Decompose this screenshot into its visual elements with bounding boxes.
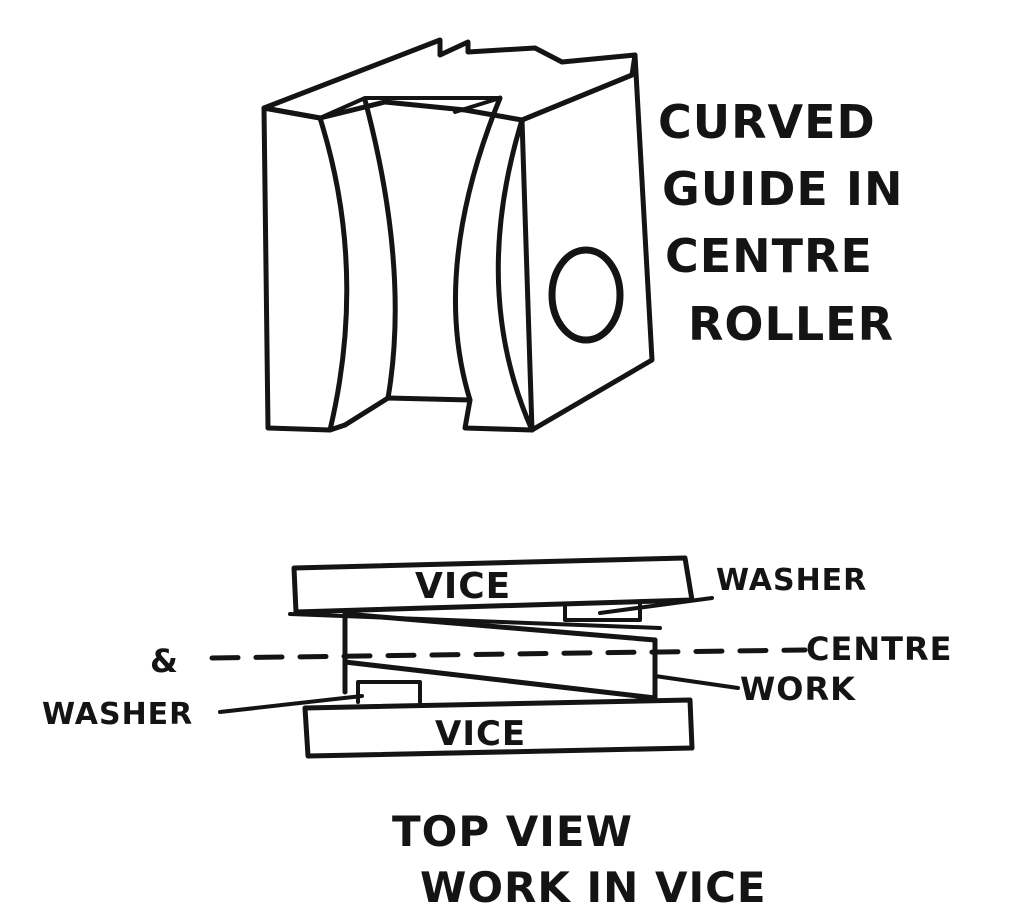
jaw-gap-line-top xyxy=(288,612,662,630)
roller-top-face xyxy=(261,37,638,123)
left-washer-shape xyxy=(356,680,422,704)
roller-left-curve-outer xyxy=(317,115,350,433)
vice-top-view-drawing: VICE WASHER & CENTRE WORK WASHER VICE xyxy=(42,555,952,759)
roller-top-inner-edge xyxy=(318,96,502,120)
right-washer-leader xyxy=(598,596,714,615)
centre-roller-drawing xyxy=(261,37,655,433)
caption-line-4: ROLLER xyxy=(688,297,894,351)
roller-left-curve-inner xyxy=(362,97,398,401)
roller-right-bottom-edge xyxy=(462,397,535,433)
left-washer-leader xyxy=(218,694,364,714)
roller-caption: CURVED GUIDE IN CENTRE ROLLER xyxy=(658,95,903,351)
top-vice-label: VICE xyxy=(415,566,511,607)
centreline-symbol: & xyxy=(150,642,179,680)
work-leader xyxy=(653,674,740,690)
caption-line-3: CENTRE xyxy=(665,229,873,283)
caption-line-2: GUIDE IN xyxy=(662,162,903,216)
roller-channel-floor xyxy=(342,395,473,428)
left-washer-label: WASHER xyxy=(42,697,193,732)
work-label: WORK xyxy=(740,670,856,708)
roller-axle-hole xyxy=(548,246,624,344)
roller-left-face xyxy=(261,105,348,433)
caption-line-1: CURVED xyxy=(658,95,876,149)
bottom-vice-label: VICE xyxy=(435,714,526,754)
centre-line xyxy=(209,647,808,661)
right-washer-shape xyxy=(563,602,642,622)
roller-right-face xyxy=(519,52,655,433)
vice-caption-line-2: WORK IN VICE xyxy=(420,863,767,912)
roller-right-curve-inner xyxy=(453,95,503,403)
vice-caption: TOP VIEW WORK IN VICE xyxy=(392,807,767,912)
workpiece-bottom-edge xyxy=(342,659,658,701)
vice-caption-line-1: TOP VIEW xyxy=(392,807,633,856)
centre-label: CENTRE xyxy=(806,630,952,668)
right-washer-label: WASHER xyxy=(716,563,867,598)
bottom-vice-jaw xyxy=(302,697,695,759)
roller-right-curve-outer xyxy=(495,117,535,433)
